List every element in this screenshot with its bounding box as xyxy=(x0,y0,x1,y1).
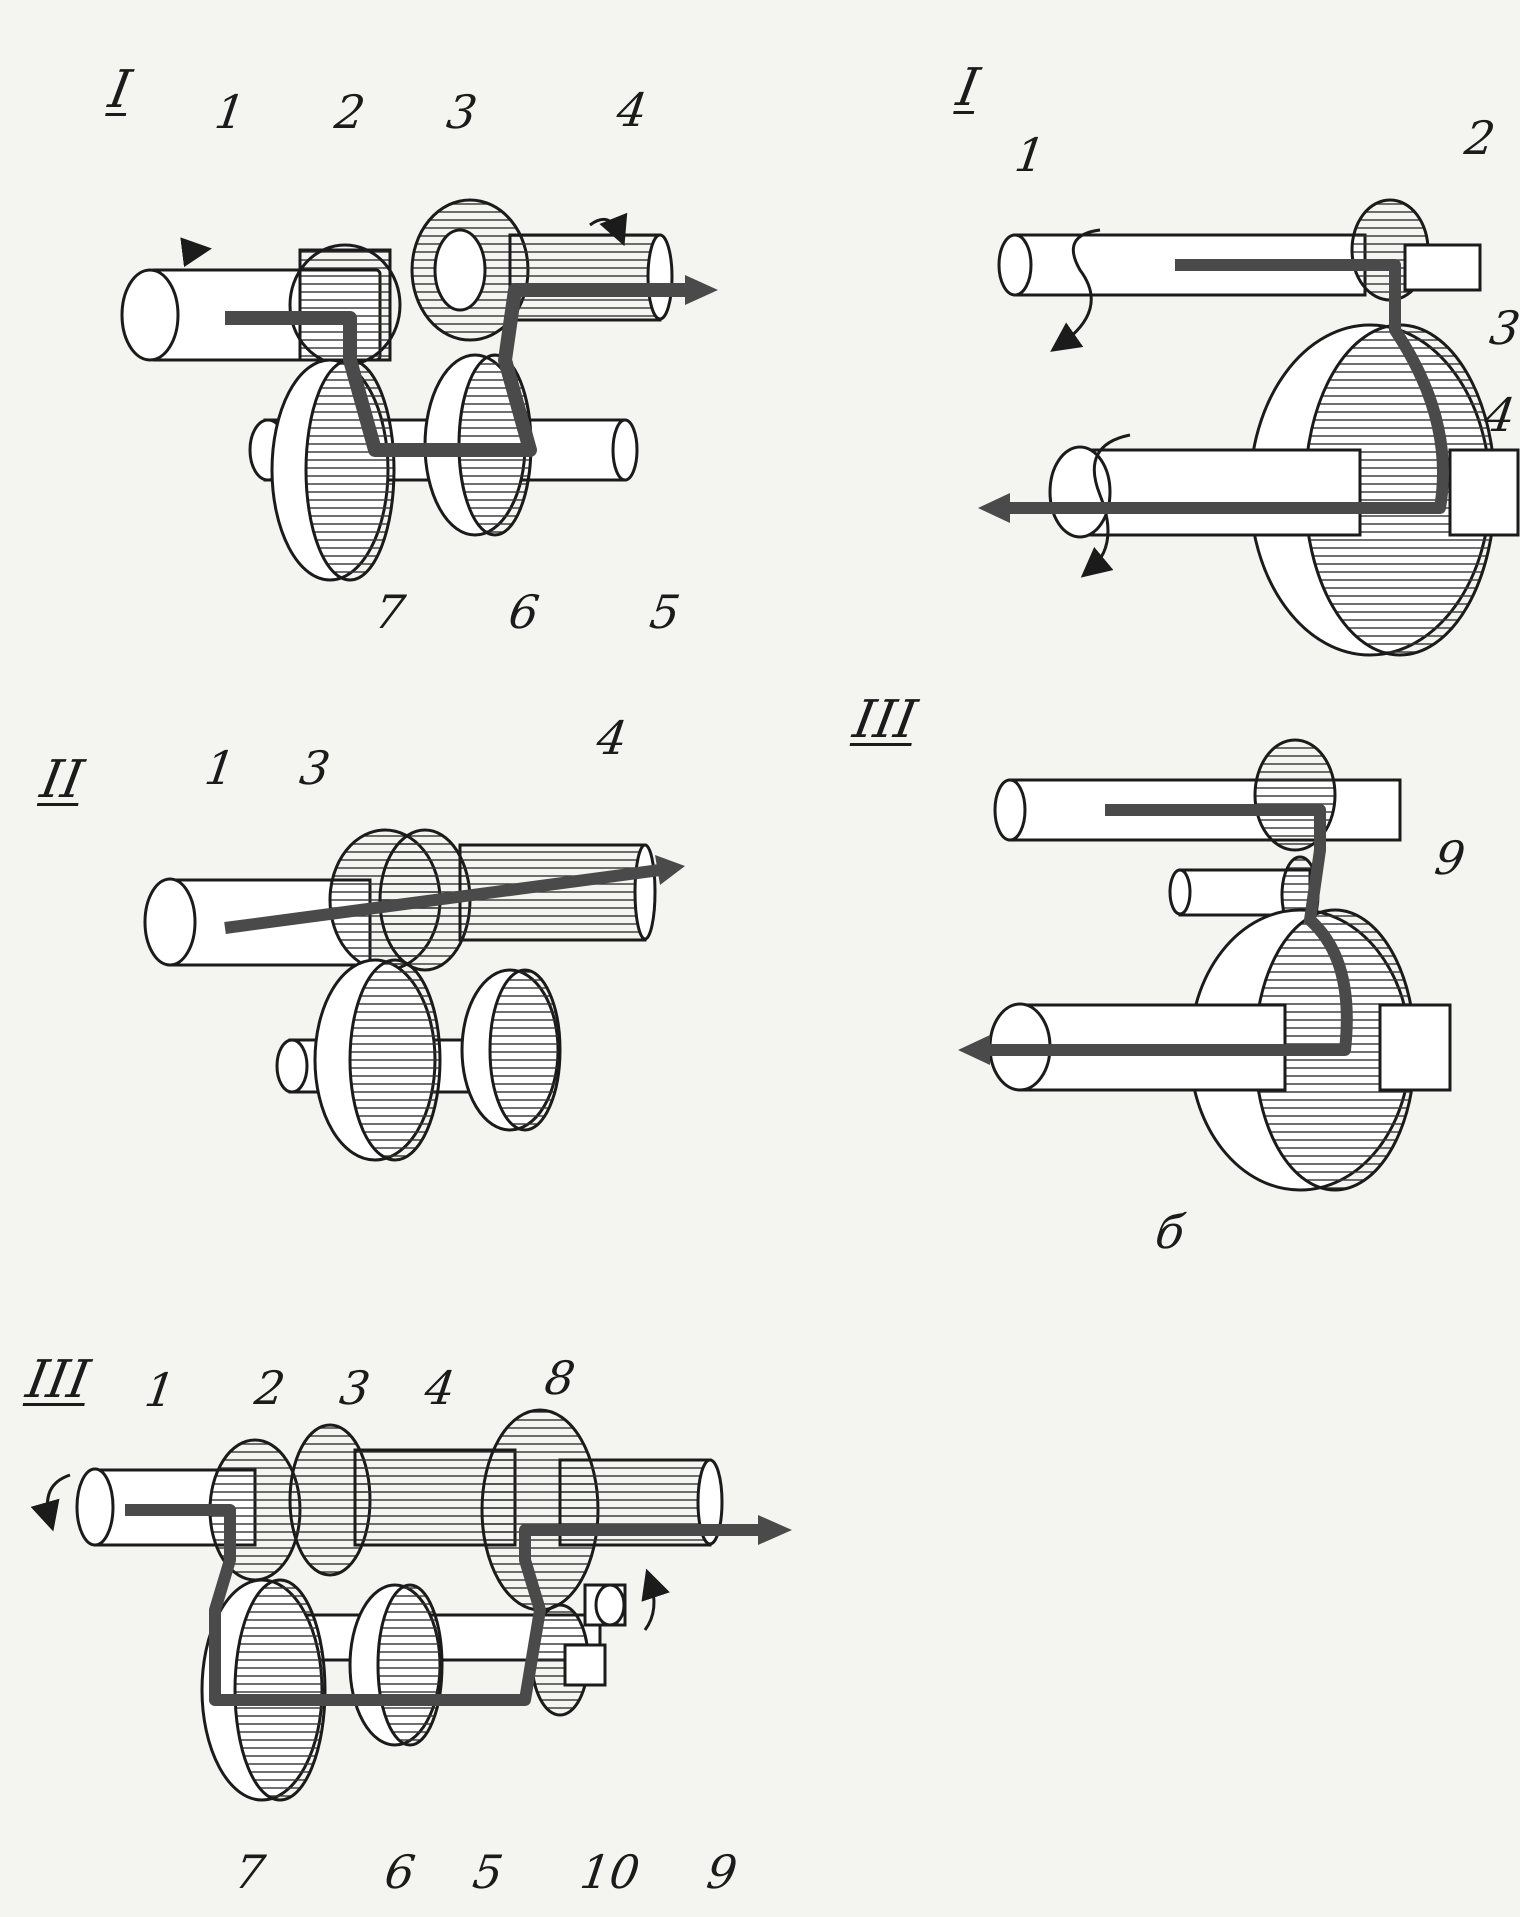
shaft-upper-III-right xyxy=(993,738,1402,852)
power-flow-path-III-right xyxy=(990,804,1353,1056)
panel-bottom-left-roman: III xyxy=(21,1350,95,1410)
gear-3 xyxy=(410,198,530,342)
shaft-4-right xyxy=(1048,433,1520,578)
panel-top-left xyxy=(120,198,718,582)
panel-mid-right xyxy=(958,738,1452,1192)
panel-bottom-left xyxy=(30,1408,792,1802)
power-flow-path-right xyxy=(1010,259,1449,514)
shaft-4 xyxy=(508,212,674,322)
label-10-III: 10 xyxy=(576,1845,644,1899)
power-flow-path-III xyxy=(125,1504,760,1706)
idler-9 xyxy=(1168,855,1320,935)
shaft-1-right xyxy=(997,228,1367,352)
countershaft-III xyxy=(200,1578,627,1802)
counter-gears-II xyxy=(275,958,562,1162)
panel-mid-right-roman: III xyxy=(848,690,922,750)
panel-mid-left xyxy=(143,828,685,1162)
panel-top-right xyxy=(978,198,1520,657)
power-flow-path-II xyxy=(224,864,661,934)
power-flow-path-I xyxy=(225,283,690,457)
label-3-right: 3 xyxy=(1486,301,1520,355)
gear-2-right xyxy=(1350,198,1482,302)
gear-7 xyxy=(270,358,396,582)
